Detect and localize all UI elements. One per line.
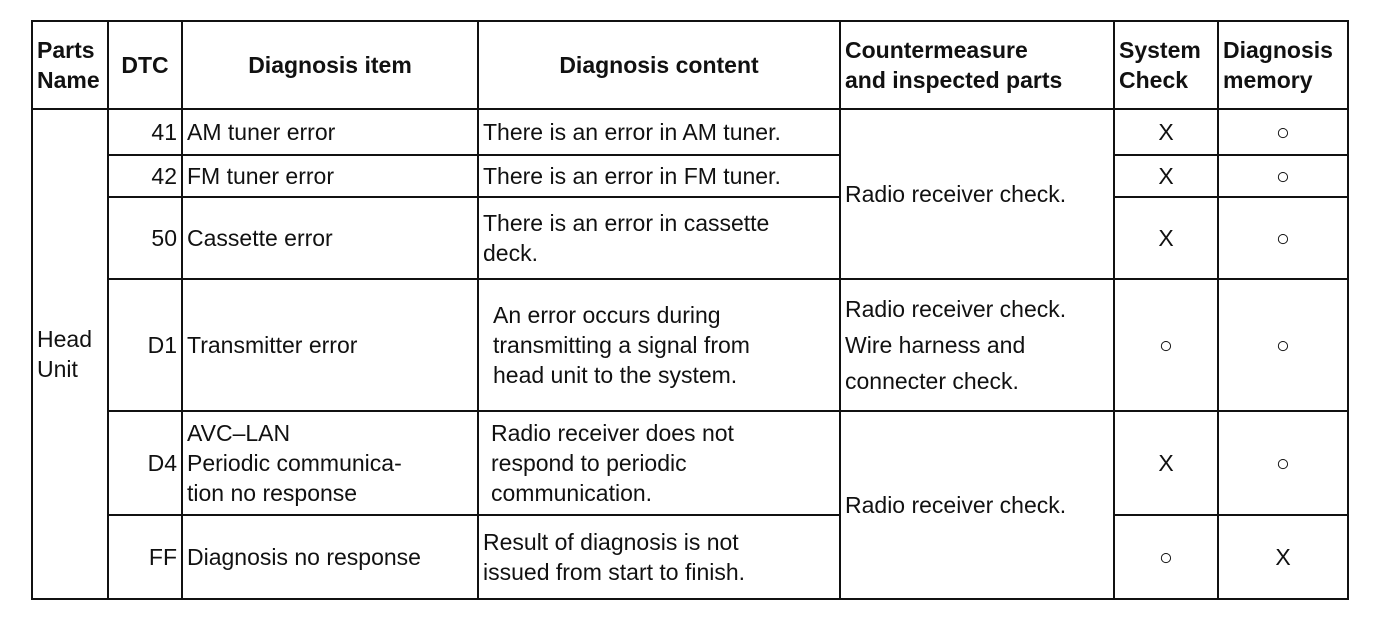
diagnosis-memory-mark: ○: [1217, 154, 1349, 198]
system-check-mark: X: [1113, 108, 1219, 156]
dtc-code: FF: [107, 514, 183, 600]
dtc-table: Parts Name DTC Diagnosis item Diagnosis …: [31, 20, 1349, 600]
dtc-code: D4: [107, 410, 183, 516]
diagnosis-item: Transmitter error: [181, 278, 479, 412]
diagnosis-content: There is an error in cassette deck.: [477, 196, 841, 280]
system-check-mark: X: [1113, 196, 1219, 280]
countermeasure-cell: Radio receiver check. Wire harness and c…: [839, 278, 1115, 412]
diagnosis-item: AVC–LAN Periodic communica- tion no resp…: [181, 410, 479, 516]
diagnosis-memory-mark: ○: [1217, 278, 1349, 412]
diagnosis-content: There is an error in FM tuner.: [477, 154, 841, 198]
dtc-code: 50: [107, 196, 183, 280]
diagnosis-item: Cassette error: [181, 196, 479, 280]
parts-name-cell: Head Unit: [31, 108, 109, 600]
system-check-mark: ○: [1113, 514, 1219, 600]
dtc-code: 42: [107, 154, 183, 198]
header-dtc: DTC: [107, 20, 183, 110]
header-diagnosis-content: Diagnosis content: [477, 20, 841, 110]
diagnosis-item: Diagnosis no response: [181, 514, 479, 600]
countermeasure-cell: Radio receiver check.: [839, 108, 1115, 280]
diagnosis-content: Result of diagnosis is not issued from s…: [477, 514, 841, 600]
header-parts-name: Parts Name: [31, 20, 109, 110]
header-diagnosis-memory: Diagnosis memory: [1217, 20, 1349, 110]
table-row: 42 FM tuner error There is an error in F…: [32, 154, 1349, 198]
system-check-mark: X: [1113, 154, 1219, 198]
diagnosis-item: AM tuner error: [181, 108, 479, 156]
diagnosis-content: Radio receiver does not respond to perio…: [477, 410, 841, 516]
diagnosis-memory-mark: ○: [1217, 410, 1349, 516]
diagnosis-content: There is an error in AM tuner.: [477, 108, 841, 156]
header-countermeasure: Countermeasure and inspected parts: [839, 20, 1115, 110]
table-row: Head Unit 41 AM tuner error There is an …: [31, 108, 1349, 600]
dtc-code: 41: [107, 108, 183, 156]
diagnosis-memory-mark: X: [1217, 514, 1349, 600]
diagnosis-memory-mark: ○: [1217, 108, 1349, 156]
system-check-mark: ○: [1113, 278, 1219, 412]
header-row: Parts Name DTC Diagnosis item Diagnosis …: [31, 20, 1349, 110]
table-row: FF Diagnosis no response Result of diagn…: [32, 514, 1349, 600]
system-check-mark: X: [1113, 410, 1219, 516]
table-row: D1 Transmitter error An error occurs dur…: [32, 278, 1349, 412]
header-system-check: System Check: [1113, 20, 1219, 110]
countermeasure-cell: Radio receiver check.: [839, 410, 1115, 600]
diagnosis-item: FM tuner error: [181, 154, 479, 198]
diagnosis-content: An error occurs during transmitting a si…: [477, 278, 841, 412]
dtc-code: D1: [107, 278, 183, 412]
table-row: 50 Cassette error There is an error in c…: [32, 196, 1349, 280]
table-row: D4 AVC–LAN Periodic communica- tion no r…: [32, 410, 1349, 600]
diagnosis-memory-mark: ○: [1217, 196, 1349, 280]
header-diagnosis-item: Diagnosis item: [181, 20, 479, 110]
